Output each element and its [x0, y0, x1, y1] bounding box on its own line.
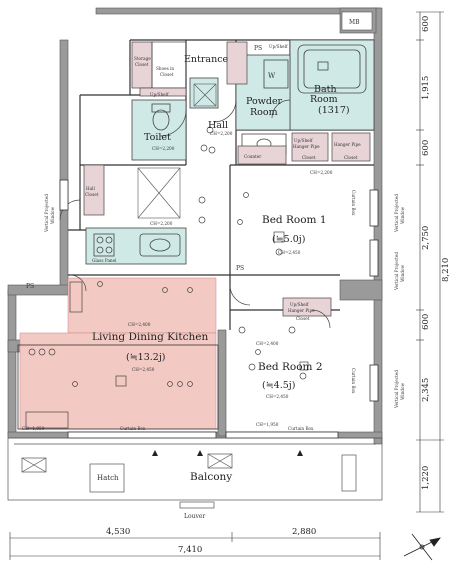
- dim-r-3: 2,750: [421, 226, 431, 250]
- room-ldk-size: (≒13.2j): [126, 352, 165, 363]
- vpw-r3-2: Window: [400, 383, 405, 400]
- compass-icon: [403, 533, 441, 561]
- dim-r-1: 1,915: [421, 76, 431, 100]
- dim-r-0: 600: [421, 16, 431, 32]
- powder-line-1: Powder: [246, 96, 283, 107]
- label-closet-3: Closet: [296, 316, 310, 321]
- label-storage: Storage: [134, 56, 151, 61]
- room-bed1-size: (≒5.0j): [272, 234, 305, 245]
- vpw-r1: Vertical Projected Window: [394, 193, 405, 233]
- curtain-box-3: Curtain Box: [351, 190, 356, 216]
- dim-b-1: 2,880: [292, 527, 316, 537]
- room-toilet: Toilet: [144, 132, 171, 143]
- bath-fixtures: [93, 44, 367, 257]
- curtain-box-2: Curtain Box: [288, 426, 314, 431]
- room-louver: Louver: [184, 513, 205, 520]
- label-closet-2: Closet: [344, 155, 358, 160]
- ldk-highlight: [67, 277, 217, 334]
- ldk-fixtures: [25, 126, 309, 429]
- label-counter: Counter: [244, 154, 261, 159]
- room-bed2: Bed Room 2: [258, 361, 323, 373]
- dim-b-total: 7,410: [178, 545, 202, 555]
- label-ps2: PS: [26, 283, 34, 290]
- room-hatch: Hatch: [97, 474, 119, 482]
- bath-line-2: Room: [310, 94, 338, 105]
- label-shoes-in-closet-2: Closet: [160, 72, 174, 77]
- dim-r-5: 2,345: [421, 378, 431, 402]
- ch-9: CH=2,400: [256, 341, 279, 346]
- dim-r-6: 1,220: [421, 466, 431, 490]
- vpw-r3: Vertical Projected Window: [394, 369, 405, 409]
- vpw-r2-2: Window: [400, 265, 405, 282]
- dim-r-total: 8,210: [441, 258, 451, 282]
- room-powder-room: Powder Room: [246, 96, 285, 118]
- label-mb: MB: [349, 19, 360, 26]
- room-balcony: Balcony: [190, 471, 232, 483]
- label-hanger-pipe-3b: Hanger Pipe: [288, 308, 315, 313]
- ch-2: CH=2,200: [210, 131, 233, 136]
- label-storage-2: Closet: [135, 62, 149, 67]
- curtain-box-4: Curtain Box: [351, 368, 356, 394]
- powder-line-2: Room: [250, 107, 278, 118]
- arrows: [152, 450, 303, 456]
- label-hall-closet-2: Closet: [85, 192, 99, 197]
- room-bath-size: (1317): [318, 105, 350, 116]
- ch-1: CH=2,200: [152, 146, 175, 151]
- storage-areas: [83, 41, 371, 317]
- ch-5: CH=2,450: [278, 250, 301, 255]
- label-hall-closet: Hall: [86, 186, 95, 191]
- label-up-shelf-hall: Up/Shelf: [150, 92, 169, 97]
- label-hanger-pipe-1: Up/Shelf: [294, 138, 313, 143]
- room-ldk: Living Dining Kitchen: [92, 331, 208, 343]
- label-glass-panel: Glass Panel: [92, 258, 117, 263]
- vpw-r1-2: Window: [400, 207, 405, 224]
- vpw-r3-1: Vertical Projected: [394, 370, 399, 409]
- label-shoes-in-closet: Shoes in: [156, 66, 174, 71]
- room-bed2-size: (≒4.5j): [262, 380, 295, 391]
- label-w: W: [268, 72, 276, 80]
- label-hanger-pipe-2: Hanger Pipe: [334, 142, 361, 147]
- vpw-left: Vertical Projected Window: [44, 193, 55, 233]
- label-up-shelf-top: Up/Shelf: [269, 44, 288, 49]
- vpw-left-2: Window: [50, 207, 55, 224]
- vpw-left-1: Vertical Projected: [44, 194, 49, 233]
- room-hall: Hall: [208, 120, 228, 131]
- vpw-r2: Vertical Projected Window: [394, 251, 405, 291]
- hall-fixtures: [137, 11, 373, 219]
- label-hanger-pipe-1b: Hanger Pipe: [293, 144, 320, 149]
- balcony: [7, 437, 383, 509]
- room-bed1: Bed Room 1: [262, 214, 327, 226]
- label-ps3: PS: [236, 265, 244, 272]
- dim-r-4: 600: [421, 314, 431, 330]
- room-bath-room: Bath Room: [310, 84, 340, 105]
- dimension-lines: [9, 11, 444, 560]
- vpw-r2-1: Vertical Projected: [394, 252, 399, 291]
- label-hanger-pipe-3: Up/Shelf: [290, 302, 309, 307]
- ch-6: CH=2,400: [128, 322, 151, 327]
- dim-b-0: 4,530: [106, 527, 130, 537]
- curtain-box-1: Curtain Box: [120, 426, 146, 431]
- ldk-outline: [17, 344, 219, 430]
- ch-10: CH=1,950: [22, 426, 45, 431]
- ch-8: CH=2,450: [266, 394, 289, 399]
- ch-4: CH=2,200: [310, 170, 333, 175]
- ch-7: CH=2,450: [132, 367, 155, 372]
- vpw-r1-1: Vertical Projected: [394, 194, 399, 233]
- room-entrance: Entrance: [184, 54, 229, 65]
- ch-11: CH=1,950: [256, 422, 279, 427]
- bath-line-1: Bath: [314, 84, 337, 95]
- dim-r-2: 600: [421, 140, 431, 156]
- ch-3: CH=2,200: [150, 221, 173, 226]
- ldk-highlight-2: [19, 332, 217, 430]
- label-ps1: PS: [254, 45, 262, 52]
- label-closet-1: Closet: [302, 155, 316, 160]
